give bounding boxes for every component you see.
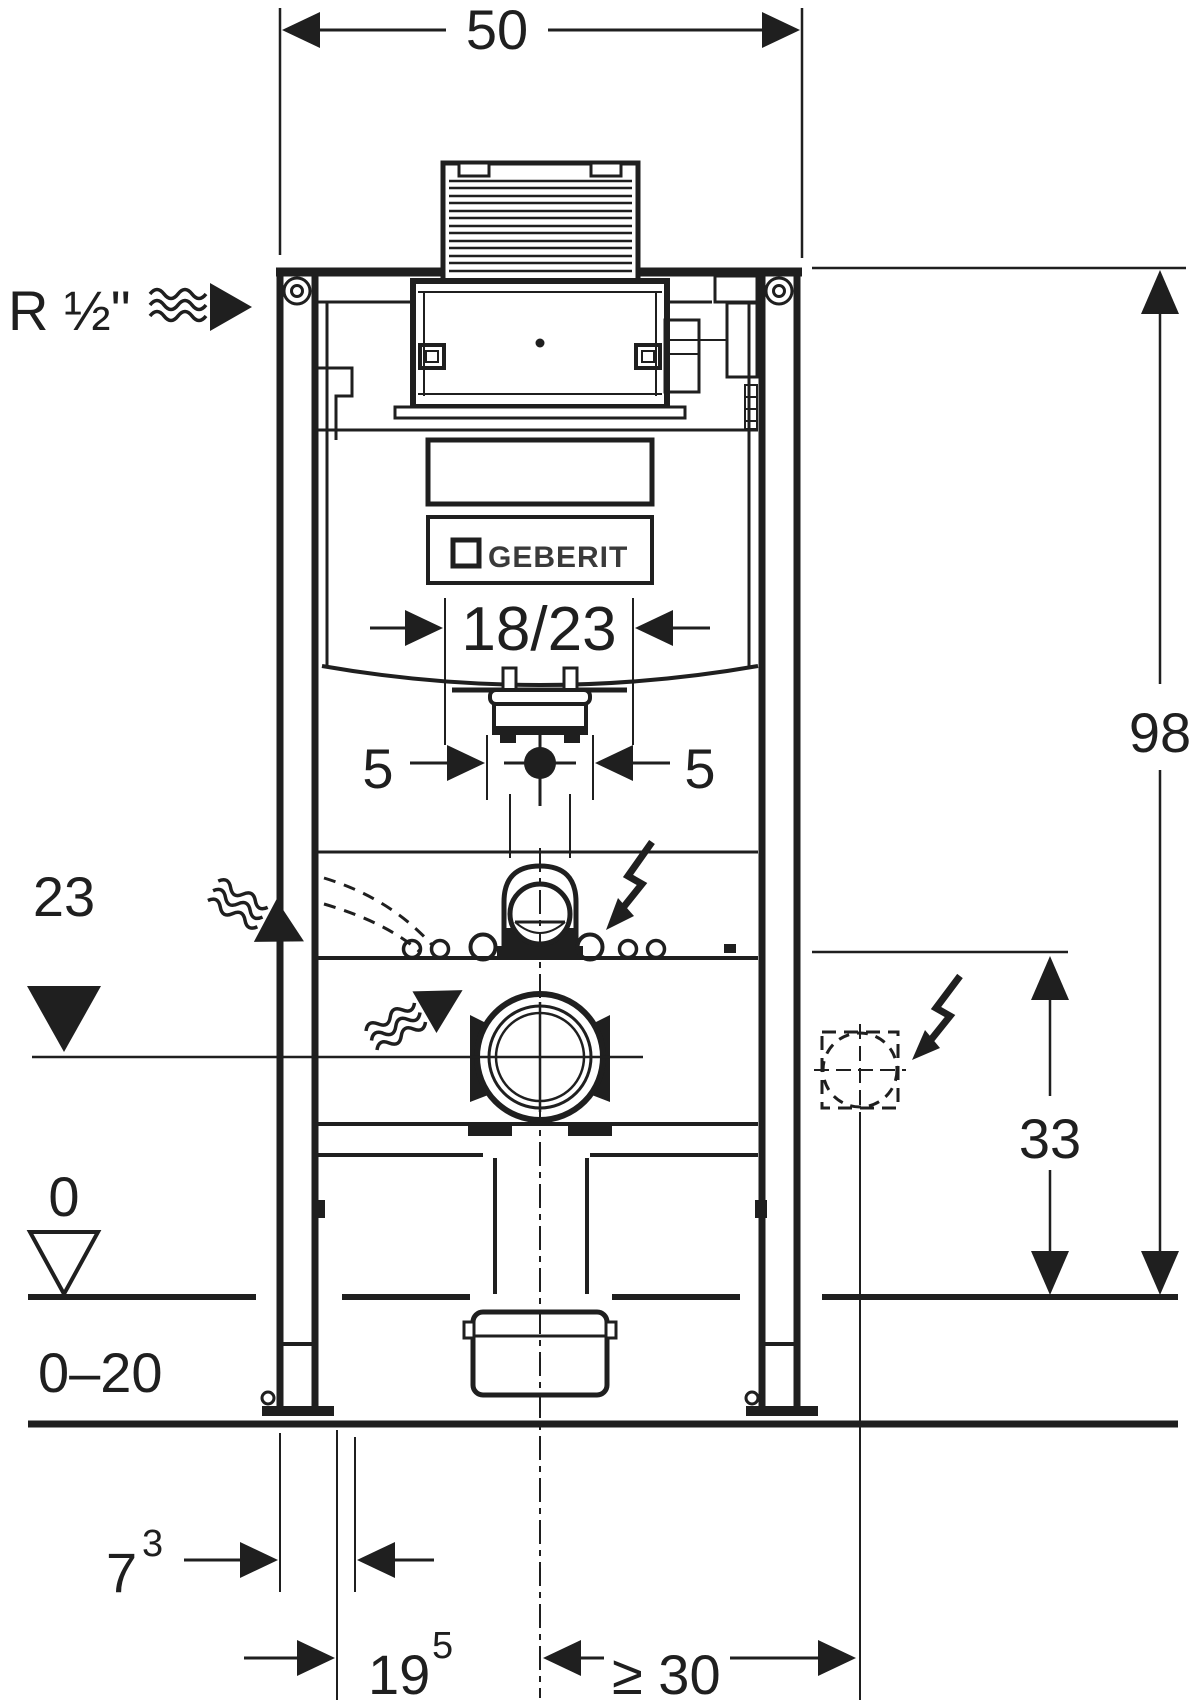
access-panel (425, 437, 655, 507)
dim-supply-offset: 5 5 (362, 735, 716, 800)
electrical-socket-box (814, 1024, 906, 1116)
cistern-bottom-curve (321, 664, 759, 687)
dim-arrow-up-icon (1031, 956, 1069, 1000)
fixing-hole (617, 938, 639, 960)
dim-arrow-right-icon (240, 1542, 278, 1578)
dim-center-distance: 19 5 (244, 1625, 604, 1701)
dim-overall-width-label: 50 (466, 0, 528, 61)
dim-front-distance: 7 3 (106, 1523, 434, 1604)
dim-outlet-height: 33 (812, 950, 1081, 1295)
water-flow-arrow-icon (207, 877, 304, 942)
water-flow-arrow-icon (364, 990, 463, 1051)
water-inlet-arrow-icon (148, 283, 252, 331)
fixing-hole (429, 938, 451, 960)
brand-logo: GEBERIT (426, 515, 654, 585)
dim-arrow-left-icon (357, 1542, 395, 1578)
foot-plate (260, 1390, 334, 1416)
level-outlet-label: 23 (33, 865, 95, 928)
fixing-hole (401, 938, 423, 960)
floor-buildup-label: 0–20 (38, 1341, 163, 1404)
clip-icon (634, 343, 662, 370)
clip-icon (418, 343, 446, 370)
dim-arrow-left-icon (635, 610, 673, 646)
dim-overall-height: 98 (812, 266, 1191, 1295)
dim-front-distance-label: 7 (106, 1541, 137, 1604)
drain-duct (493, 1158, 589, 1294)
dim-arrow-right-icon (818, 1640, 856, 1676)
dim-arrow-up-icon (1141, 270, 1179, 314)
dim-arrow-left-icon (595, 745, 633, 781)
dim-arrow-right-icon (405, 610, 443, 646)
dim-arrow-right-icon (447, 745, 485, 781)
inspection-shaft (393, 278, 687, 420)
level-zero-label: 0 (48, 1165, 79, 1228)
level-filled-triangle-icon (27, 986, 101, 1052)
water-supply-connection (504, 730, 576, 858)
dim-socket-distance-label: ≥ 30 (612, 1643, 721, 1701)
dim-socket-distance: ≥ 30 (612, 1640, 856, 1701)
level-marker-finished-floor: 0 (26, 1165, 102, 1299)
leg-clamp (313, 1200, 325, 1218)
lightning-bolt-icon (912, 973, 963, 1060)
dim-arrow-left-icon (282, 12, 320, 48)
corrugation-lines (449, 179, 632, 273)
dim-front-distance-sup: 3 (142, 1523, 163, 1565)
dim-arrow-right-icon (762, 12, 800, 48)
dim-center-distance-label: 19 (368, 1643, 430, 1701)
supply-hose-dashed (323, 876, 434, 954)
fixing-hole (575, 932, 605, 962)
brand-logo-square (450, 537, 482, 569)
dim-arrow-down-icon (1141, 1251, 1179, 1295)
dim-overall-width: 50 (278, 0, 804, 258)
dim-supply-offset-right-label: 5 (684, 737, 715, 800)
fixing-hole (645, 938, 667, 960)
leg-clamp (755, 1200, 767, 1218)
dim-supply-offset-left-label: 5 (362, 737, 393, 800)
foot-plate (744, 1390, 818, 1416)
supply-thread-label: R ½" (8, 279, 131, 342)
brand-logo-text: GEBERIT (488, 541, 628, 574)
mounting-rail (318, 932, 758, 962)
dim-arrow-left-icon (543, 1640, 581, 1676)
level-open-triangle-icon (26, 1230, 102, 1299)
dim-flush-plate-height: 18/23 (370, 595, 710, 745)
dim-arrow-down-icon (1031, 1251, 1069, 1295)
side-fitting (663, 274, 759, 430)
mounting-frame (260, 267, 818, 1416)
fixing-hole (468, 932, 498, 962)
dim-flush-plate-height-label: 18/23 (461, 595, 616, 664)
dim-outlet-height-label: 33 (1019, 1107, 1081, 1170)
corner-screw-icon (764, 276, 794, 306)
lightning-bolt-icon (606, 839, 655, 930)
rail-tick (724, 944, 736, 953)
center-mark (535, 338, 545, 348)
dim-overall-height-label: 98 (1129, 701, 1191, 764)
dim-arrow-right-icon (297, 1640, 335, 1676)
flush-plate-protection-cover (440, 160, 641, 284)
fill-valve-bracket (318, 366, 354, 440)
dim-center-distance-sup: 5 (432, 1625, 453, 1667)
corner-screw-icon (282, 276, 312, 306)
